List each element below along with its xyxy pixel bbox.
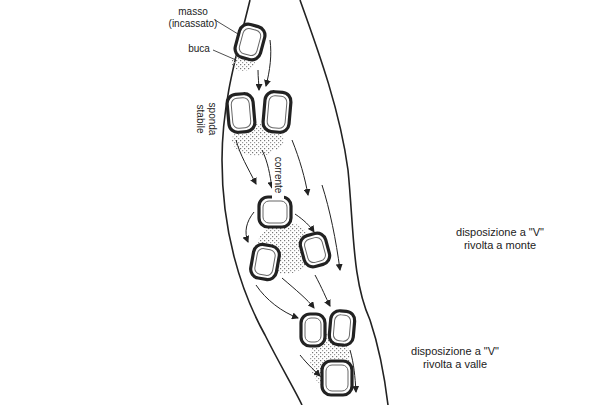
boulder [322,361,352,395]
current-arrow [315,275,330,306]
current-arrow [246,212,254,242]
boulder-outline [262,91,291,133]
boulder-inner [326,365,348,391]
boulder-inner [263,201,287,223]
boulder [301,314,325,346]
vertical-label: corrente [272,150,284,200]
current-arrow [266,40,271,86]
boulder [249,243,281,281]
current-arrow [262,150,272,188]
boulder-outline [226,93,255,133]
boulder [259,197,291,227]
boulder-inner [254,248,276,277]
boulder [298,231,331,269]
annotation-label: masso (incassato) [168,6,218,30]
boulder-inner [267,95,288,128]
boulder-inner [231,97,252,128]
boulder-outline [322,361,352,395]
boulder-outline [259,197,291,227]
current-arrow [258,70,259,90]
boulder-outline [233,22,267,62]
boulder-inner [238,27,262,57]
boulder-inner [303,236,327,264]
boulder [329,310,356,346]
left-bank [222,0,302,405]
boulder-inner [333,314,351,341]
annotation-label: buca [185,43,213,55]
current-arrow [236,140,256,184]
vertical-label: sponda stabile [194,98,218,140]
annotation-label: disposizione a "V" rivolta a monte [440,226,560,252]
boulder [226,93,255,133]
current-arrow [292,140,308,195]
right-bank [300,0,388,405]
boulder-outline [301,314,325,346]
current-arrow [350,350,356,392]
boulder-outline [298,231,331,269]
boulder-outline [249,243,281,281]
boulder [233,22,267,62]
current-arrow [256,285,298,318]
current-arrow [282,278,314,308]
annotation-label: disposizione a "V" rivolta a valle [395,345,515,371]
boulder-outline [329,310,356,346]
current-arrow [322,185,340,270]
current-arrow [300,355,320,376]
boulder [262,91,291,133]
current-arrow [295,214,314,232]
leader-line [215,20,238,34]
leader-line [213,50,236,60]
boulder-inner [305,318,321,342]
